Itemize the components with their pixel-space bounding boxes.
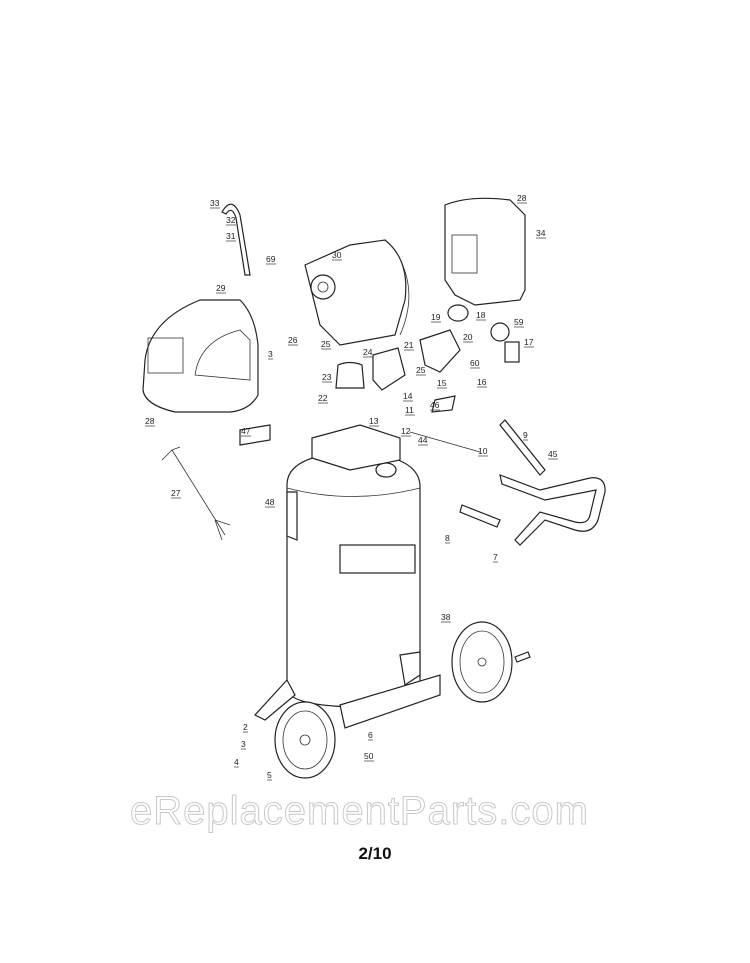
cord-27	[161, 446, 231, 541]
part-label-19: 19	[431, 312, 441, 322]
part-label-24: 24	[363, 347, 373, 357]
label-46	[431, 395, 456, 413]
part-label-33: 33	[210, 198, 220, 208]
part-label-15: 15	[437, 378, 447, 388]
tank-bracket	[311, 424, 401, 471]
part-label-10: 10	[478, 446, 488, 456]
part-label-18: 18	[476, 310, 486, 320]
part-label-50: 50	[364, 751, 374, 761]
part-label-25: 25	[416, 365, 426, 375]
motor-pump	[304, 239, 410, 346]
part-label-29: 29	[216, 283, 226, 293]
outlet-tube	[221, 203, 251, 276]
part-label-30: 30	[332, 250, 342, 260]
part-label-6: 6	[368, 730, 373, 740]
manifold	[419, 329, 461, 373]
part-label-69: 69	[266, 254, 276, 264]
shroud-left	[142, 299, 259, 413]
part-label-8: 8	[445, 533, 450, 543]
part-label-17: 17	[524, 337, 534, 347]
part-label-48: 48	[265, 497, 275, 507]
part-label-3: 3	[241, 739, 246, 749]
part-label-22: 22	[318, 393, 328, 403]
part-label-9: 9	[523, 430, 528, 440]
part-label-59: 59	[514, 317, 524, 327]
part-label-45: 45	[548, 449, 558, 459]
part-label-7: 7	[493, 552, 498, 562]
part-label-28: 28	[145, 416, 155, 426]
part-label-20: 20	[463, 332, 473, 342]
part-label-3: 3	[268, 349, 273, 359]
part-label-12: 12	[401, 426, 411, 436]
handle	[459, 474, 606, 546]
part-label-26: 26	[288, 335, 298, 345]
label-47	[239, 424, 271, 446]
hose-9	[499, 419, 546, 476]
shroud-right	[444, 197, 526, 306]
part-label-46: 46	[430, 400, 440, 410]
part-label-25: 25	[321, 339, 331, 349]
part-label-38: 38	[441, 612, 451, 622]
part-label-27: 27	[171, 488, 181, 498]
part-label-21: 21	[404, 340, 414, 350]
regulator-gauge	[490, 322, 510, 342]
part-label-28: 28	[517, 193, 527, 203]
watermark: eReplacementParts.com	[130, 789, 589, 834]
part-label-31: 31	[226, 231, 236, 241]
part-label-11: 11	[405, 405, 414, 415]
part-label-23: 23	[322, 372, 332, 382]
part-label-14: 14	[403, 391, 413, 401]
part-label-47: 47	[241, 426, 251, 436]
part-label-4: 4	[234, 757, 239, 767]
part-label-32: 32	[226, 215, 236, 225]
part-label-34: 34	[536, 228, 546, 238]
air-filter	[335, 361, 365, 389]
part-label-5: 5	[267, 770, 272, 780]
gauge	[447, 304, 469, 322]
part-label-2: 2	[243, 722, 248, 732]
base-frame	[254, 674, 441, 729]
part-label-60: 60	[470, 358, 480, 368]
part-label-13: 13	[369, 416, 379, 426]
wheel-front	[274, 701, 336, 779]
tube-10	[409, 431, 481, 453]
part-label-44: 44	[418, 435, 428, 445]
regulator	[504, 341, 520, 363]
wheel-rear	[451, 621, 531, 703]
part-label-16: 16	[477, 377, 487, 387]
air-tank	[286, 451, 421, 708]
page-number: 2/10	[358, 844, 392, 863]
pressure-switch	[372, 347, 406, 391]
